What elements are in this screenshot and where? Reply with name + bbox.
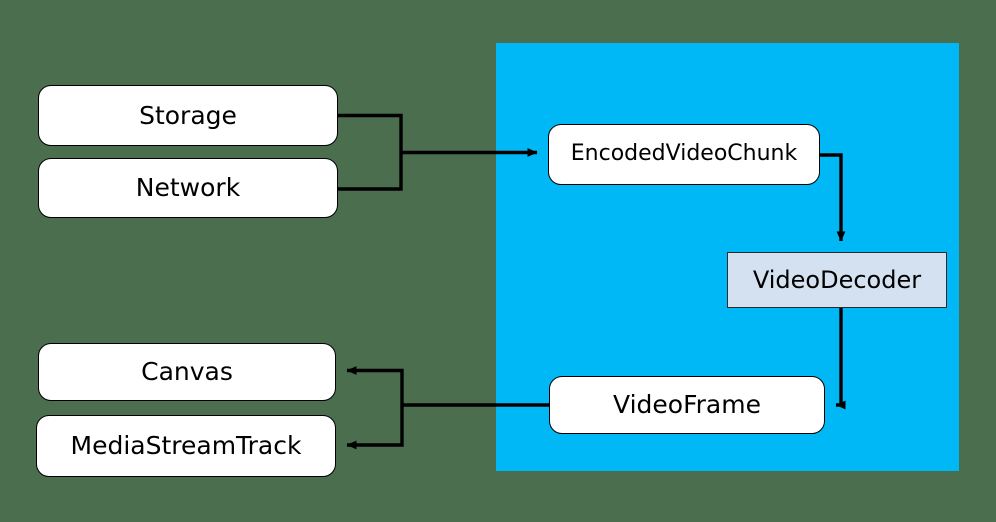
edge-video-frame-to-canvas: [346, 366, 404, 405]
node-video-frame[interactable]: VideoFrame: [549, 376, 825, 434]
node-canvas[interactable]: Canvas: [38, 343, 336, 401]
node-media-stream-track[interactable]: MediaStreamTrack: [36, 415, 336, 477]
node-storage-label: Storage: [139, 100, 237, 130]
edge-sources-merge: [338, 113, 403, 191]
node-encoded-video-chunk[interactable]: EncodedVideoChunk: [548, 124, 820, 185]
node-video-decoder-label: VideoDecoder: [752, 265, 922, 294]
edge-video-frame-to-media-stream-track: [346, 405, 404, 450]
node-network-label: Network: [135, 173, 241, 203]
node-video-decoder[interactable]: VideoDecoder: [727, 252, 947, 308]
node-video-frame-label: VideoFrame: [613, 390, 761, 420]
edge-video-decoder-to-video-frame: [835, 308, 846, 410]
node-network[interactable]: Network: [38, 158, 338, 218]
node-encoded-video-chunk-label: EncodedVideoChunk: [570, 141, 798, 167]
node-media-stream-track-label: MediaStreamTrack: [70, 431, 302, 461]
node-storage[interactable]: Storage: [38, 85, 338, 146]
node-canvas-label: Canvas: [141, 357, 233, 387]
edge-encoded-video-chunk-to-video-decoder: [820, 153, 846, 242]
